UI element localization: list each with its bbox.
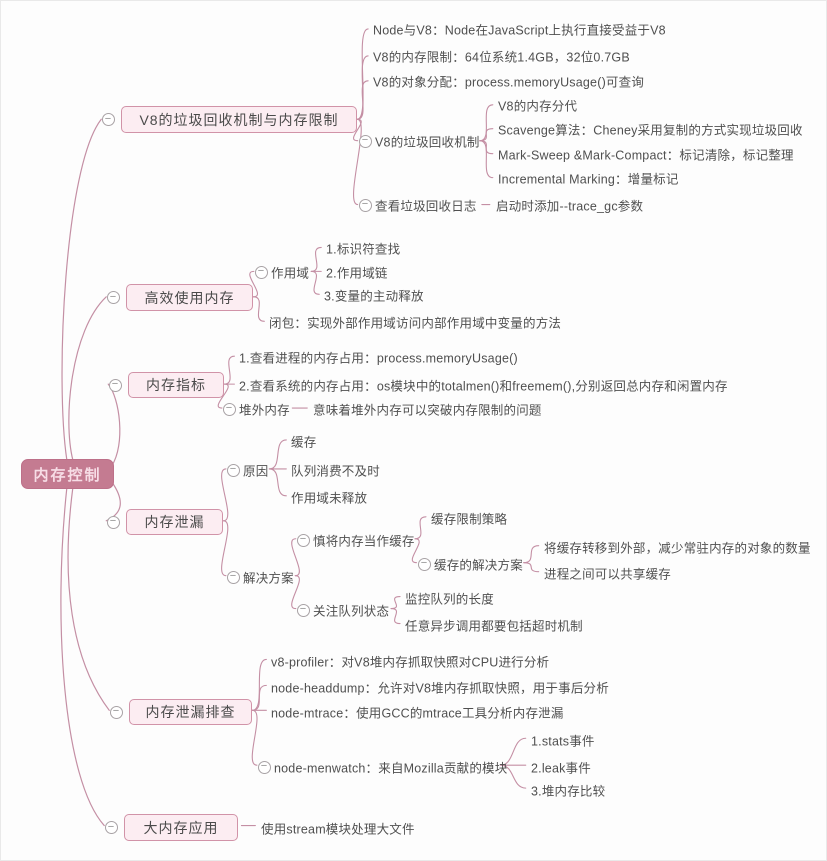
edge-memory-metrics [107, 383, 121, 467]
mindmap-node-cache-limit-strategy[interactable]: 缓存限制策略 [431, 512, 508, 527]
edge-leak-solutions [221, 520, 229, 577]
edge-big-memory [60, 487, 105, 827]
mindmap-node-v8-object-alloc[interactable]: V8的对象分配：process.memoryUsage()可查询 [373, 75, 645, 90]
mindmap-node-cache-external[interactable]: 将缓存转移到外部，减少常驻内存的对象的数量 [544, 541, 811, 556]
edge-cache-share [523, 562, 540, 573]
mindmap-node-v8-profiler[interactable]: v8-profiler：对V8堆内存抓取快照对CPU进行分析 [271, 655, 550, 670]
edge-view-gc-log [353, 118, 362, 206]
mindmap-node-monitor-queue-length[interactable]: 监控队列的长度 [405, 592, 494, 607]
mindmap-node-scope[interactable]: 作用域 [271, 266, 310, 281]
mindmap-node-memory-metrics[interactable]: 内存指标 [128, 372, 224, 398]
minus-circle-icon[interactable] [296, 533, 310, 547]
edge-cache [268, 439, 287, 470]
mindmap-node-process-memory[interactable]: 1.查看进程的内存占用：process.memoryUsage() [239, 351, 518, 366]
mindmap-node-heap-compare[interactable]: 3.堆内存比较 [531, 784, 606, 799]
minus-circle-icon[interactable] [257, 760, 271, 774]
minus-circle-icon[interactable] [417, 557, 431, 571]
mindmap-node-identifier-lookup[interactable]: 1.标识符查找 [326, 242, 401, 257]
mindmap-node-big-memory[interactable]: 大内存应用 [124, 814, 238, 841]
mindmap-node-node-menwatch[interactable]: node-menwatch：来自Mozilla贡献的模块 [274, 761, 508, 776]
edge-process-memory [223, 355, 235, 385]
mindmap-node-system-memory[interactable]: 2.查看系统的内存占用：os模块中的totalmen()和freemem(),分… [239, 379, 728, 394]
minus-circle-icon[interactable] [296, 603, 310, 617]
mindmap-node-scope-not-released[interactable]: 作用域未释放 [291, 491, 368, 506]
mindmap-node-view-gc-log[interactable]: 查看垃圾回收日志 [375, 199, 477, 214]
minus-circle-icon[interactable] [358, 134, 372, 148]
edge-watch-queue [291, 575, 300, 610]
mindmap-node-v8-memory-limit[interactable]: V8的内存限制：64位系统1.4GB，32位0.7GB [373, 50, 630, 65]
edge-stats-event [500, 737, 527, 766]
mindmap-node-v8-gc-mechanism[interactable]: V8的垃圾回收机制 [375, 135, 480, 150]
minus-circle-icon[interactable] [106, 291, 120, 304]
edge-cache-external [523, 545, 540, 564]
mindmap-node-v8-gc-limit[interactable]: V8的垃圾回收机制与内存限制 [121, 106, 357, 133]
minus-circle-icon[interactable] [109, 705, 123, 719]
minus-circle-icon[interactable] [226, 570, 240, 584]
mindmap-node-off-heap-desc[interactable]: 意味着堆外内存可以突破内存限制的问题 [313, 403, 542, 418]
edge-scavenge [479, 128, 494, 142]
edge-closure [252, 296, 265, 322]
mindmap-node-queue-consume[interactable]: 队列消费不及时 [291, 464, 380, 479]
mindmap-node-watch-queue[interactable]: 关注队列状态 [313, 604, 390, 619]
mindmap-node-node-headdump[interactable]: node-headdump：允许对V8堆内存抓取快照，用于事后分析 [271, 681, 609, 696]
edge-node-menwatch [251, 709, 258, 766]
edge-efficient-memory [68, 296, 107, 461]
mindmap-node-closure[interactable]: 闭包：实现外部作用域访问内部作用域中变量的方法 [269, 316, 562, 331]
edge-async-timeout [390, 608, 401, 625]
edge-leak-causes [221, 468, 229, 522]
mindmap-node-stats-event[interactable]: 1.stats事件 [531, 734, 595, 749]
mindmap-root-topic[interactable]: 内存控制 [21, 459, 114, 489]
mindmap-node-use-stream[interactable]: 使用stream模块处理大文件 [261, 822, 415, 836]
mindmap-node-cache[interactable]: 缓存 [291, 435, 317, 450]
mindmap-node-leak-troubleshoot[interactable]: 内存泄漏排查 [129, 699, 252, 725]
edge-monitor-queue-length [390, 596, 401, 610]
edge-off-heap-memory [217, 383, 229, 409]
minus-circle-icon[interactable] [254, 265, 268, 279]
mindmap-node-memory-leak[interactable]: 内存泄漏 [126, 509, 223, 535]
edge-scope-not-released [268, 468, 287, 497]
edge-v8-object-alloc [356, 80, 369, 120]
edge-heap-compare [500, 764, 527, 789]
minus-circle-icon[interactable] [358, 198, 372, 212]
mindmap-node-cache-share[interactable]: 进程之间可以共享缓存 [544, 567, 672, 582]
edge-scope [249, 270, 259, 298]
mindmap-node-cautious-cache[interactable]: 慎将内存当作缓存 [313, 534, 415, 549]
edge-leak-troubleshoot [67, 487, 110, 711]
edge-v8-profiler [251, 658, 267, 711]
edge-incremental-marking [479, 140, 494, 179]
mindmap-node-leak-causes[interactable]: 原因 [243, 464, 269, 479]
mindmap-node-cache-solution[interactable]: 缓存的解决方案 [434, 558, 523, 573]
edge-variable-release [310, 270, 320, 295]
mindmap-node-mark-sweep[interactable]: Mark-Sweep &Mark-Compact：标记清除，标记整理 [498, 148, 794, 163]
minus-circle-icon[interactable] [104, 821, 118, 834]
edge-v8-memory-generation [479, 104, 494, 142]
edge-cautious-cache [291, 538, 300, 577]
minus-circle-icon[interactable] [106, 515, 120, 529]
mindmap-node-node-v8[interactable]: Node与V8：Node在JavaScript上执行直接受益于V8 [373, 23, 666, 38]
edge-identifier-lookup [310, 246, 322, 272]
mindmap-node-trace-gc-param[interactable]: 启动时添加--trace_gc参数 [496, 199, 644, 214]
minus-circle-icon[interactable] [101, 113, 115, 126]
mindmap-node-scope-chain[interactable]: 2.作用域链 [326, 266, 388, 281]
mindmap-node-async-timeout[interactable]: 任意异步调用都要包括超时机制 [405, 619, 583, 634]
mindmap-node-leak-event[interactable]: 2.leak事件 [531, 761, 591, 776]
minus-circle-icon[interactable] [226, 463, 240, 477]
minus-circle-icon[interactable] [222, 402, 236, 416]
mindmap-node-leak-solutions[interactable]: 解决方案 [243, 571, 294, 586]
edge-cache-solution [411, 538, 420, 564]
mindmap-node-off-heap-memory[interactable]: 堆外内存 [239, 403, 290, 418]
edge-v8-gc-limit [61, 118, 102, 461]
mindmap-node-efficient-memory[interactable]: 高效使用内存 [126, 284, 253, 311]
minus-circle-icon[interactable] [108, 378, 122, 392]
edge-node-headdump [251, 684, 267, 711]
mindmap-node-node-mtrace[interactable]: node-mtrace：使用GCC的mtrace工具分析内存泄漏 [271, 706, 564, 721]
mindmap-node-v8-memory-generation[interactable]: V8的内存分代 [498, 99, 578, 114]
mindmap-node-scavenge[interactable]: Scavenge算法：Cheney采用复制的方式实现垃圾回收 [498, 123, 803, 138]
edge-cache-limit-strategy [414, 516, 427, 540]
mindmap-node-variable-release[interactable]: 3.变量的主动释放 [324, 289, 424, 304]
mindmap-node-incremental-marking[interactable]: Incremental Marking：增量标记 [498, 172, 679, 187]
